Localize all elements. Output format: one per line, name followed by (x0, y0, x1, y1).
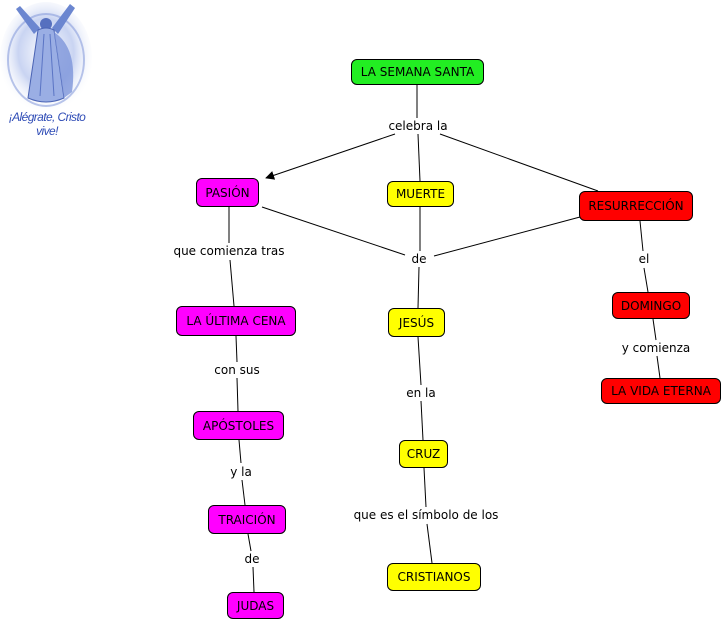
link-consus-apostoles (236, 377, 239, 412)
link-yla-traicion (241, 479, 246, 506)
link-label-que-es-el-simbolo: que es el símbolo de los (350, 508, 502, 522)
link-el-domingo (643, 267, 649, 293)
link-jesus-enla (417, 336, 422, 386)
link-label-celebra-la: celebra la (385, 119, 451, 133)
link-celebra-muerte (417, 133, 421, 182)
concept-apostoles[interactable]: APÓSTOLES (193, 411, 284, 440)
concept-cristianos[interactable]: CRISTIANOS (387, 563, 481, 591)
link-cruz-quees (423, 467, 427, 508)
link-ycomienza-vidaeterna (656, 355, 661, 379)
link-enla-cruz (420, 400, 424, 441)
jesus-picture: ¡Alégrate, Cristo vive! (0, 0, 92, 138)
link-quecomienza-ultimacena (229, 259, 235, 307)
link-ultimacena-consus (235, 335, 238, 363)
link-celebra-pasion (265, 133, 396, 180)
link-label-en-la: en la (403, 386, 439, 400)
concept-judas[interactable]: JUDAS (227, 592, 284, 619)
link-pasion-de (261, 206, 406, 256)
concept-resurreccion[interactable]: RESURRECCIÓN (579, 191, 693, 221)
link-resurreccion-de (433, 216, 581, 257)
link-label-que-comienza-tras: que comienza tras (170, 244, 288, 258)
jesus-figure-icon (0, 2, 92, 114)
link-label-el: el (635, 252, 653, 266)
concept-domingo[interactable]: DOMINGO (612, 292, 690, 319)
link-label-y-comienza: y comienza (618, 341, 694, 355)
link-resurreccion-el (639, 220, 644, 252)
link-de-jesus (417, 266, 420, 309)
concept-cruz[interactable]: CRUZ (399, 440, 448, 468)
link-label-con-sus: con sus (211, 363, 263, 377)
concept-muerte[interactable]: MUERTE (387, 181, 454, 207)
concept-vida-eterna[interactable]: LA VIDA ETERNA (601, 378, 721, 404)
link-traicion-de (247, 533, 252, 552)
concept-traicion[interactable]: TRAICIÓN (208, 505, 286, 534)
link-quees-cristianos (426, 523, 433, 564)
link-apostoles-yla (238, 439, 242, 464)
link-domingo-ycomienza (652, 318, 657, 341)
link-label-de-jesus: de (408, 252, 430, 266)
link-celebra-resurreccion (439, 133, 599, 192)
concept-jesus[interactable]: JESÚS (388, 308, 445, 337)
concept-ultima-cena[interactable]: LA ÚLTIMA CENA (176, 306, 296, 336)
link-de-judas (252, 566, 255, 593)
link-label-y-la: y la (227, 465, 255, 479)
concept-pasion[interactable]: PASIÓN (196, 178, 259, 207)
link-label-de-judas: de (241, 552, 263, 566)
picture-caption: ¡Alégrate, Cristo vive! (8, 110, 86, 138)
concept-semana-santa[interactable]: LA SEMANA SANTA (351, 59, 484, 85)
